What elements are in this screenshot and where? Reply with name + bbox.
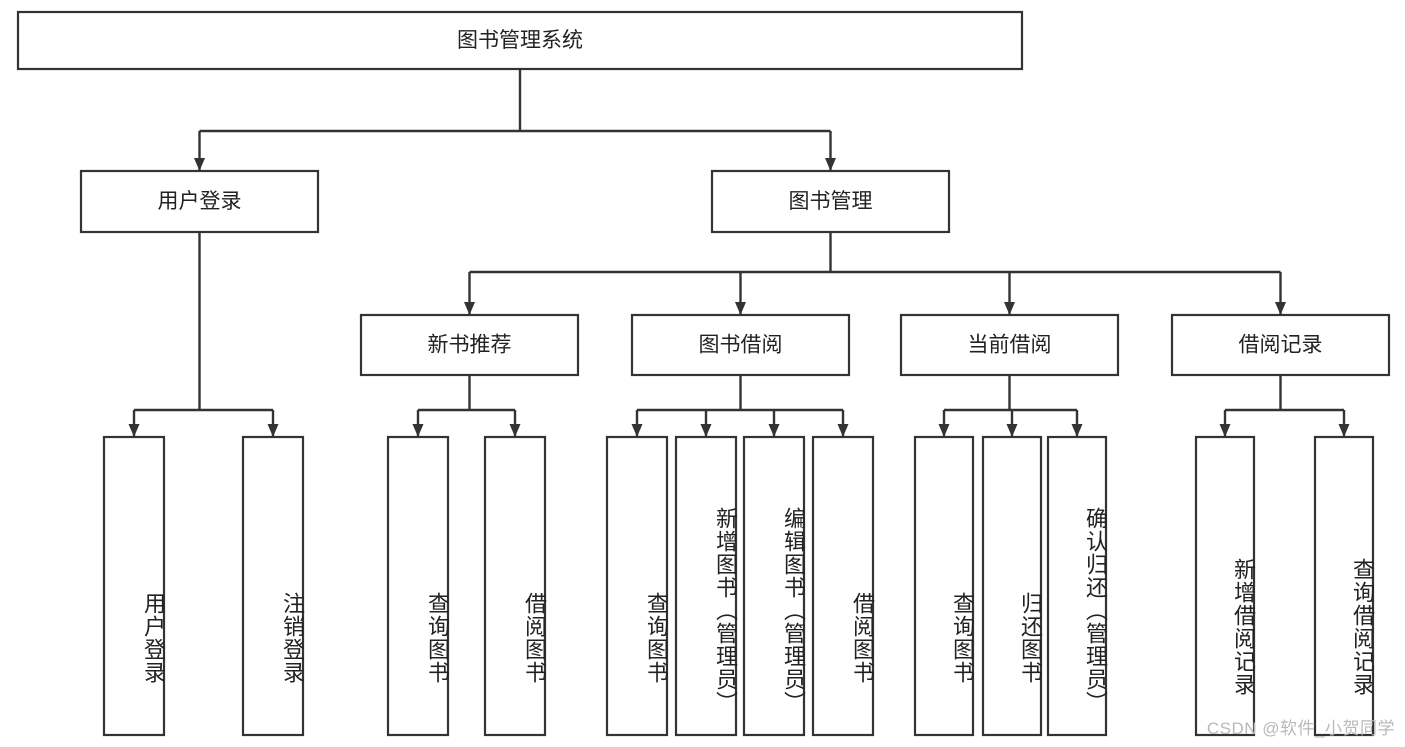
arrow-head-icon xyxy=(938,424,950,437)
node-leaf-user-logout-rect[interactable] xyxy=(241,435,305,737)
node-current-borrow-rect[interactable] xyxy=(899,313,1120,377)
node-leaf-add-book-admin-rect[interactable] xyxy=(674,435,738,737)
node-leaf-add-borrow-record[interactable] xyxy=(1194,435,1256,737)
node-root-label: 图书管理系统 xyxy=(457,29,583,52)
node-leaf-borrow-query-book[interactable] xyxy=(605,435,669,737)
arrow-head-icon xyxy=(464,302,475,315)
node-leaf-query-borrow-record-rect[interactable] xyxy=(1313,435,1375,737)
watermark-text: CSDN @软件_小贺同学 xyxy=(1206,719,1395,738)
arrow-head-icon xyxy=(1071,424,1083,437)
arrow-head-icon xyxy=(700,424,712,437)
node-leaf-edit-book-admin[interactable] xyxy=(742,435,806,737)
node-leaf-return-book[interactable] xyxy=(981,435,1043,737)
arrow-head-icon xyxy=(631,424,643,437)
node-leaf-edit-book-admin-rect[interactable] xyxy=(742,435,806,737)
node-leaf-borrow-book-rect[interactable] xyxy=(811,435,875,737)
node-new-book-recommend-label: 新书推荐 xyxy=(428,334,512,357)
arrow-head-icon xyxy=(194,158,205,171)
arrow-head-icon xyxy=(837,424,849,437)
node-borrow-record-label: 借阅记录 xyxy=(1239,334,1323,357)
node-leaf-return-book-rect[interactable] xyxy=(981,435,1043,737)
node-leaf-cur-query-book[interactable] xyxy=(913,435,975,737)
node-user-login-rect[interactable] xyxy=(79,169,320,234)
node-leaf-add-book-admin[interactable] xyxy=(674,435,738,737)
arrow-head-icon xyxy=(412,424,424,437)
node-borrow-record[interactable]: 借阅记录 xyxy=(1170,313,1391,377)
node-root[interactable]: 图书管理系统 xyxy=(16,10,1024,71)
arrow-head-icon xyxy=(735,302,746,315)
arrow-head-icon xyxy=(1275,302,1286,315)
node-leaf-user-logout[interactable] xyxy=(241,435,305,737)
node-user-login[interactable]: 用户登录 xyxy=(79,169,320,234)
node-current-borrow-label: 当前借阅 xyxy=(968,334,1052,357)
node-user-login-label: 用户登录 xyxy=(158,190,242,213)
node-book-borrow-rect[interactable] xyxy=(630,313,851,377)
node-leaf-query-borrow-record[interactable] xyxy=(1313,435,1375,737)
node-leaf-rec-borrow-book[interactable] xyxy=(483,435,547,737)
arrow-head-icon xyxy=(267,424,279,437)
arrow-head-icon xyxy=(825,158,836,171)
node-leaf-borrow-query-book-rect[interactable] xyxy=(605,435,669,737)
connectors-layer xyxy=(128,69,1350,437)
node-current-borrow[interactable]: 当前借阅 xyxy=(899,313,1120,377)
node-borrow-record-rect[interactable] xyxy=(1170,313,1391,377)
node-book-borrow-label: 图书借阅 xyxy=(699,334,783,357)
node-leaf-borrow-book[interactable] xyxy=(811,435,875,737)
node-new-book-recommend-rect[interactable] xyxy=(359,313,580,377)
node-book-manage[interactable]: 图书管理 xyxy=(710,169,951,234)
node-leaf-rec-borrow-book-rect[interactable] xyxy=(483,435,547,737)
node-leaf-user-login[interactable] xyxy=(102,435,166,737)
node-new-book-recommend[interactable]: 新书推荐 xyxy=(359,313,580,377)
node-leaf-confirm-return-admin[interactable] xyxy=(1046,435,1108,737)
node-leaf-rec-query-book-rect[interactable] xyxy=(386,435,450,737)
arrow-head-icon xyxy=(509,424,521,437)
arrow-head-icon xyxy=(1006,424,1018,437)
node-leaf-confirm-return-admin-rect[interactable] xyxy=(1046,435,1108,737)
node-leaf-user-login-rect[interactable] xyxy=(102,435,166,737)
arrow-head-icon xyxy=(128,424,140,437)
node-leaf-add-borrow-record-rect[interactable] xyxy=(1194,435,1256,737)
node-root-rect[interactable] xyxy=(16,10,1024,71)
node-leaf-cur-query-book-rect[interactable] xyxy=(913,435,975,737)
arrow-head-icon xyxy=(768,424,780,437)
arrow-head-icon xyxy=(1004,302,1015,315)
arrow-head-icon xyxy=(1219,424,1231,437)
node-book-borrow[interactable]: 图书借阅 xyxy=(630,313,851,377)
node-book-manage-rect[interactable] xyxy=(710,169,951,234)
node-book-manage-label: 图书管理 xyxy=(789,190,873,213)
node-leaf-rec-query-book[interactable] xyxy=(386,435,450,737)
arrow-head-icon xyxy=(1338,424,1350,437)
